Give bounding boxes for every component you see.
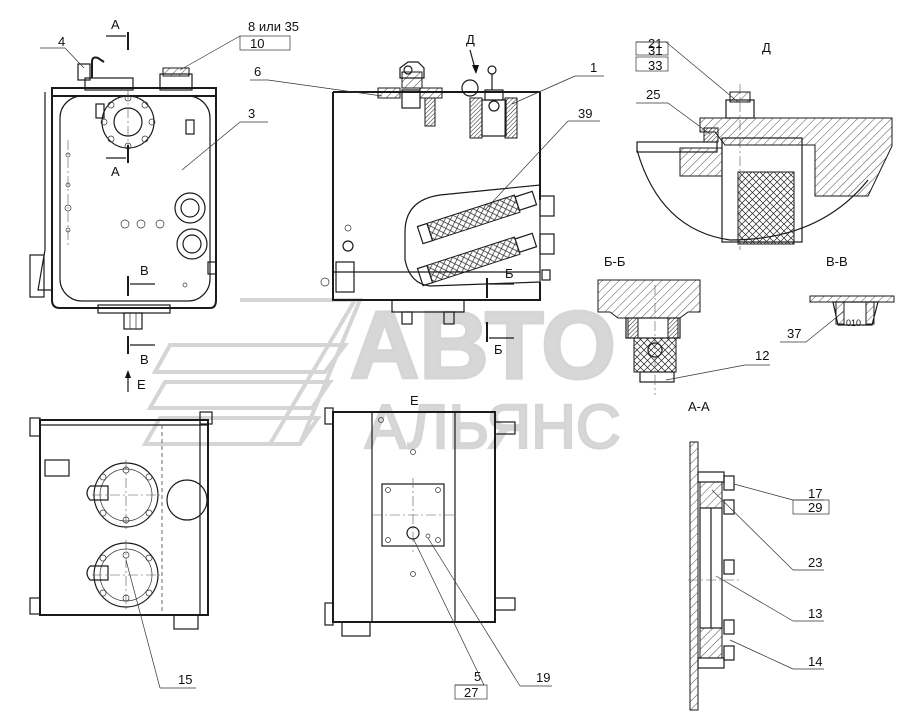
callout-1: 1: [511, 60, 604, 105]
svg-text:Д: Д: [466, 32, 475, 47]
svg-text:8 или 35: 8 или 35: [248, 19, 299, 34]
callout-39: 39: [484, 106, 600, 211]
svg-text:10: 10: [250, 36, 264, 51]
svg-text:17: 17: [808, 486, 822, 501]
svg-text:3: 3: [248, 106, 255, 121]
svg-text:В: В: [140, 352, 149, 367]
callout-17-29: 17 29: [733, 483, 830, 515]
svg-text:6: 6: [254, 64, 261, 79]
section-bb-view: Б-Б: [597, 254, 701, 395]
section-aa-view: [688, 441, 740, 711]
watermark-logo: [141, 298, 363, 446]
svg-text:Б: Б: [505, 266, 514, 281]
svg-text:23: 23: [808, 555, 822, 570]
view-e: Е: [324, 393, 516, 637]
callout-25: 25: [636, 87, 711, 135]
svg-text:В-В: В-В: [826, 254, 848, 269]
section-mark-a-bottom: А: [106, 145, 129, 179]
callout-13: 13: [715, 575, 824, 622]
section-mark-d: Д: [466, 32, 479, 74]
svg-text:4: 4: [58, 34, 65, 49]
detail-d-view: Д: [636, 40, 893, 250]
svg-text:А: А: [111, 164, 120, 179]
section-mark-v-top: В: [127, 263, 155, 296]
svg-text:39: 39: [578, 106, 592, 121]
svg-text:19: 19: [536, 670, 550, 685]
callout-8-or-35: 8 или 35 10: [179, 19, 299, 71]
svg-text:В: В: [140, 263, 149, 278]
svg-text:31: 31: [648, 43, 662, 58]
svg-text:25: 25: [646, 87, 660, 102]
section-mark-b-top: Б: [486, 266, 514, 298]
callout-12: 12: [665, 348, 770, 381]
svg-text:14: 14: [808, 654, 822, 669]
svg-text:Б-Б: Б-Б: [604, 254, 625, 269]
callout-37: 37: [780, 311, 844, 343]
svg-text:33: 33: [648, 58, 662, 73]
callout-23: 23: [711, 489, 824, 571]
svg-text:Е: Е: [410, 393, 419, 408]
svg-text:15: 15: [178, 672, 192, 687]
callout-4: 4: [40, 34, 85, 69]
callout-3: 3: [181, 106, 268, 171]
svg-text:27: 27: [464, 685, 478, 700]
svg-text:Б: Б: [494, 342, 503, 357]
view-mark-e: Е: [125, 370, 146, 392]
svg-text:37: 37: [787, 326, 801, 341]
callout-15: 15: [125, 559, 196, 689]
bottom-view: [29, 411, 213, 630]
svg-text:13: 13: [808, 606, 822, 621]
callout-21-31-33: 21 31 33: [635, 36, 739, 103]
watermark: АВТО АЛЬЯНС: [141, 291, 622, 463]
svg-text:А: А: [111, 17, 120, 32]
view-title-aa: А-А: [688, 399, 710, 414]
svg-text:Д: Д: [762, 40, 771, 55]
watermark-line1: АВТО: [350, 292, 616, 399]
section-mark-a-top: А: [106, 17, 129, 50]
svg-text:5: 5: [474, 669, 481, 684]
front-view: [29, 56, 217, 330]
svg-text:1: 1: [590, 60, 597, 75]
callout-6: 6: [250, 64, 383, 97]
section-mark-b-bottom: Б: [486, 322, 514, 357]
part-stamp-010: 010: [846, 318, 861, 328]
side-view: [320, 61, 555, 325]
section-vv-view: В-В 010: [809, 254, 895, 328]
svg-text:29: 29: [808, 500, 822, 515]
callout-14: 14: [729, 639, 824, 670]
svg-text:Е: Е: [137, 377, 146, 392]
callout-5-27: 5 27: [412, 537, 488, 700]
svg-text:12: 12: [755, 348, 769, 363]
watermark-line2: АЛЬЯНС: [365, 393, 621, 462]
callout-19: 19: [427, 537, 552, 687]
svg-text:21: 21: [648, 36, 662, 51]
section-mark-v-bottom: В: [127, 336, 155, 367]
